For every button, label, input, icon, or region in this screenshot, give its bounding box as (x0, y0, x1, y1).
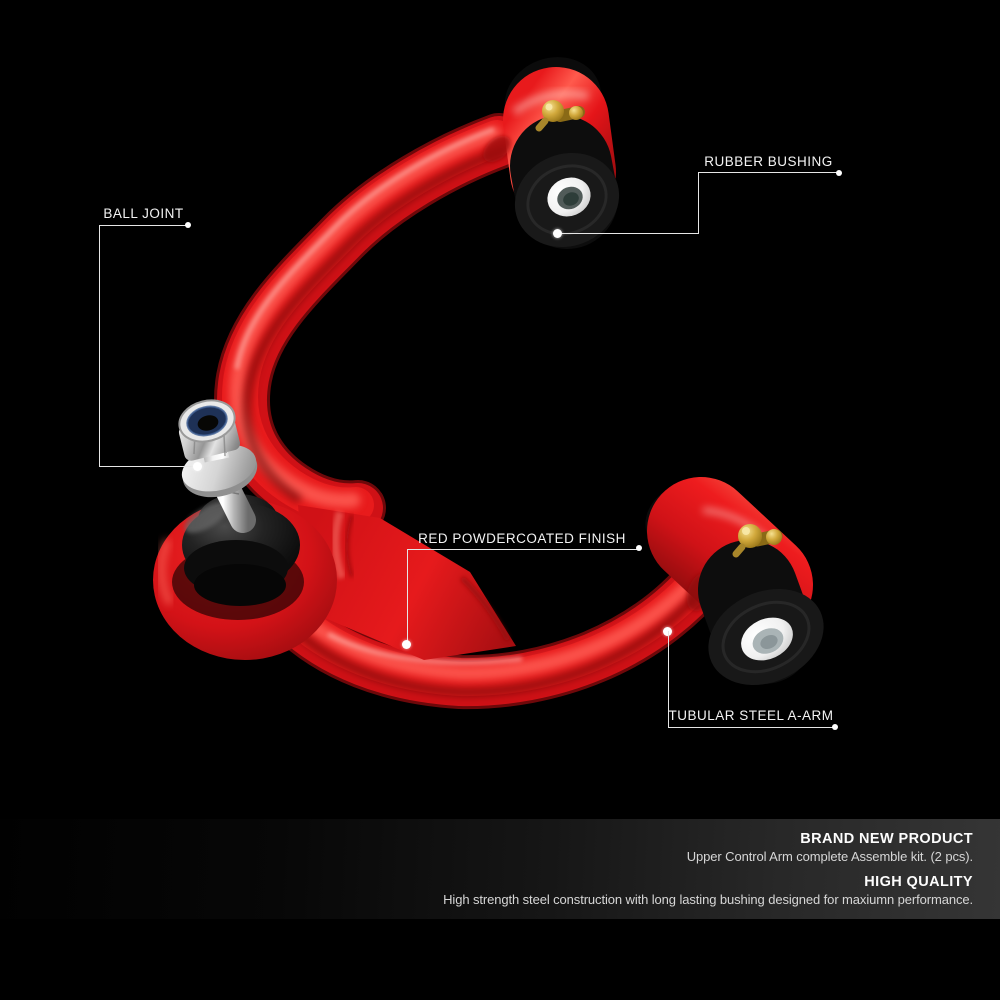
callout-label-ball-joint: BALL JOINT (103, 206, 184, 221)
callout-target-dot (663, 627, 672, 636)
callout-label-red-powdercoated-finish: RED POWDERCOATED FINISH (418, 531, 626, 546)
callout-end-dot (832, 724, 838, 730)
ball-joint-assembly (153, 399, 337, 660)
right-bushing (645, 477, 824, 686)
callout-leader-line (407, 549, 408, 645)
footer-heading-high-quality: HIGH QUALITY (864, 874, 973, 890)
arm-tube-lower (263, 550, 731, 710)
top-bushing (483, 57, 620, 249)
callout-target-dot (193, 462, 202, 471)
callout-label-tubular-steel-a-arm: TUBULAR STEEL A-ARM (668, 708, 834, 723)
footer-section-high-quality: HIGH QUALITY High strength steel constru… (0, 874, 973, 907)
grease-fitting-top (535, 100, 585, 132)
footer-body-brand-new-product: Upper Control Arm complete Assemble kit.… (686, 849, 973, 864)
callout-leader-line (698, 172, 699, 233)
callout-end-dot (636, 545, 642, 551)
callout-leader-line (668, 631, 669, 727)
callout-underline (99, 225, 188, 226)
footer-heading-brand-new-product: BRAND NEW PRODUCT (800, 831, 973, 847)
footer-banner: BRAND NEW PRODUCT Upper Control Arm comp… (0, 819, 1000, 919)
callout-end-dot (836, 170, 842, 176)
callout-label-rubber-bushing: RUBBER BUSHING (704, 154, 833, 169)
callout-end-dot (185, 222, 191, 228)
callout-target-dot (553, 229, 562, 238)
callout-leader-line (99, 225, 100, 466)
callout-underline (668, 727, 834, 728)
footer-section-brand-new: BRAND NEW PRODUCT Upper Control Arm comp… (0, 831, 973, 864)
lock-nut (178, 399, 241, 461)
grease-fitting-right (732, 524, 783, 558)
footer-body-high-quality: High strength steel construction with lo… (443, 892, 973, 907)
callout-target-dot (402, 640, 411, 649)
callout-underline (698, 172, 839, 173)
callout-leader-line (557, 233, 699, 234)
callout-leader-line (99, 466, 194, 467)
callout-underline (407, 549, 637, 550)
arm-tube-upper (214, 113, 527, 537)
